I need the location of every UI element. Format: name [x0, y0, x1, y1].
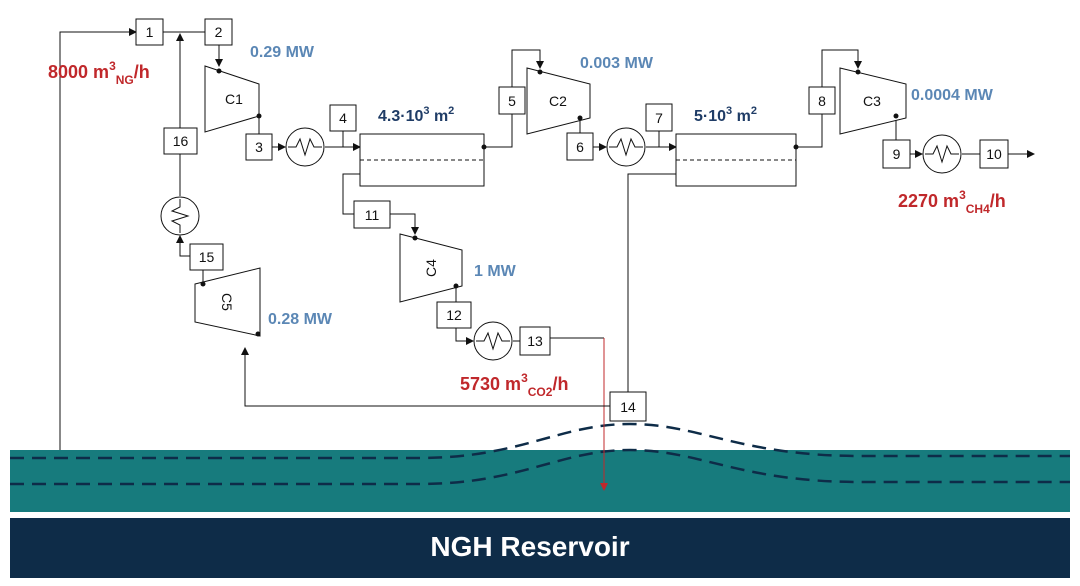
heat-exchanger-3: [922, 134, 962, 174]
stream-7-label: 7: [655, 110, 663, 126]
stream-box-6: 6: [566, 132, 594, 161]
stream-box-4: 4: [329, 104, 357, 132]
stream-box-10: 10: [979, 139, 1009, 169]
stream-box-9: 9: [882, 139, 911, 169]
compressor-c1: C1: [204, 65, 262, 133]
compressor-c3-label: C3: [863, 93, 881, 109]
stream-box-1: 1: [135, 18, 164, 46]
stream-box-5: 5: [498, 86, 526, 115]
stream-15-label: 15: [199, 249, 215, 265]
heat-exchanger-5: [160, 196, 200, 236]
stream-1-label: 1: [146, 24, 154, 40]
stream-14-label: 14: [620, 399, 636, 415]
compressor-c5: C5: [194, 267, 261, 337]
stream-6-label: 6: [576, 139, 584, 155]
heat-exchanger-2: [606, 127, 646, 167]
membrane-2: [675, 133, 799, 187]
pipe-m1-c2: [484, 49, 544, 148]
hydrate-layer-lower-boundary: [10, 448, 1070, 486]
stream-box-16: 16: [163, 127, 198, 155]
power-c1: 0.29 MW: [250, 44, 315, 61]
stream-9-label: 9: [893, 146, 901, 162]
stream-box-11: 11: [353, 200, 391, 229]
stream-box-8: 8: [808, 86, 836, 115]
compressor-c1-label: C1: [225, 91, 243, 107]
flow-ch4: 2270 m3CH4/h: [898, 188, 1006, 216]
heat-exchanger-1: [285, 127, 325, 167]
stream-8-label: 8: [818, 93, 826, 109]
compressor-c2: C2: [526, 67, 591, 135]
stream-16-label: 16: [173, 133, 189, 149]
pipe-15-hx5: [176, 235, 190, 257]
feed-pipe: [59, 28, 137, 450]
stream-10-label: 10: [986, 146, 1002, 162]
compressor-c5-label: C5: [219, 293, 235, 311]
stream-box-13: 13: [519, 326, 551, 356]
stream-11-label: 11: [365, 207, 380, 223]
compressor-c2-label: C2: [549, 93, 567, 109]
power-c5: 0.28 MW: [268, 311, 333, 328]
stream-12-label: 12: [446, 307, 462, 323]
heat-exchanger-4: [473, 321, 513, 361]
pipe-m2-c3: [796, 49, 862, 148]
pipe-14-c5: [241, 347, 610, 407]
membrane-2-area: 5·103 m2: [694, 105, 757, 125]
stream-4-label: 4: [339, 110, 347, 126]
power-c4: 1 MW: [474, 263, 517, 280]
compressor-c3: C3: [839, 67, 907, 135]
power-c3: 0.0004 MW: [911, 87, 994, 104]
stream-3-label: 3: [255, 139, 263, 155]
hydrate-layer-upper-boundary: [10, 422, 1070, 460]
power-c2: 0.003 MW: [580, 55, 654, 72]
compressor-c4: C4: [399, 233, 463, 303]
stream-box-7: 7: [645, 103, 673, 132]
flow-co2: 5730 m3CO2/h: [460, 371, 568, 399]
stream-2-label: 2: [215, 24, 223, 40]
pipe-m1-c4: [342, 173, 419, 235]
ngh-reservoir-band: [10, 518, 1070, 578]
pipe-12-hx4: [455, 328, 474, 345]
stream-box-15: 15: [189, 243, 224, 271]
compressor-c4-label: C4: [423, 259, 439, 277]
stream-box-3: 3: [245, 133, 273, 161]
membrane-1-area: 4.3·103 m2: [378, 105, 454, 125]
pipe-m2-14: [627, 173, 676, 392]
stream-box-12: 12: [436, 301, 472, 329]
flow-ng: 8000 m3NG/h: [48, 59, 150, 87]
stream-13-label: 13: [527, 333, 543, 349]
reservoir-label: NGH Reservoir: [430, 531, 629, 562]
stream-box-2: 2: [204, 18, 233, 46]
stream-5-label: 5: [508, 93, 516, 109]
membrane-1: [359, 133, 487, 187]
stream-box-14: 14: [609, 391, 647, 422]
